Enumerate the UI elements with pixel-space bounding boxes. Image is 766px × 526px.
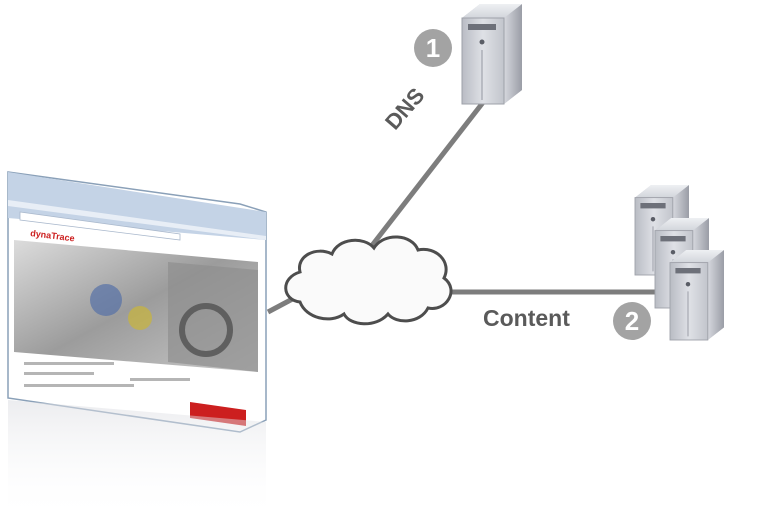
dns-link (368, 94, 490, 250)
dns-server-icon (461, 3, 523, 105)
server-icon (669, 249, 725, 341)
step-2-badge: 2 (613, 302, 651, 340)
content-label: Content (483, 305, 570, 331)
cloud-icon (284, 235, 453, 326)
browser-reflection (8, 400, 266, 521)
step-1-badge: 1 (414, 29, 452, 67)
browser-window-icon: dynaTrace (7, 171, 267, 433)
